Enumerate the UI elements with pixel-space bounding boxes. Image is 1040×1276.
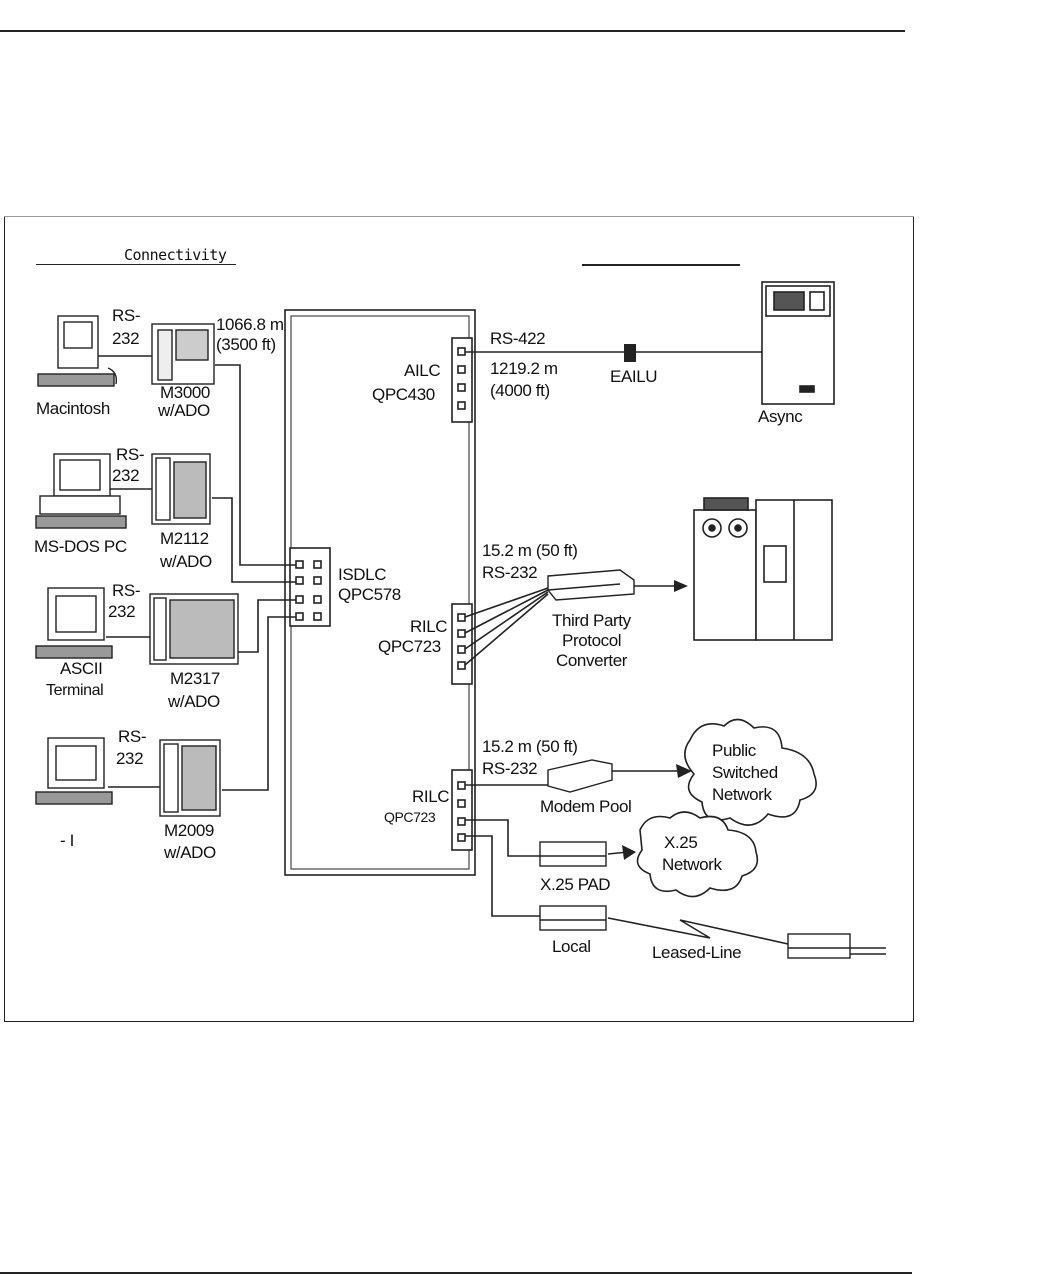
top-rule [0, 30, 905, 32]
mainframe-icon [693, 497, 833, 641]
ascii-terminal-icon [35, 587, 113, 659]
public-network-cloud [684, 718, 817, 826]
macintosh-icon [37, 315, 118, 387]
macintosh-label: Macintosh [36, 399, 110, 418]
isdlc-label: ISDLC [338, 565, 387, 584]
connectivity-title: Connectivity [124, 246, 227, 264]
ascii-232-label: 232 [108, 602, 136, 621]
eailu-box [624, 344, 636, 362]
bottom-rule [0, 1272, 912, 1274]
rilc-1-label: RILC [410, 617, 448, 636]
rilc-card-2 [451, 769, 473, 851]
frame-top-rule [4, 216, 914, 217]
modem-pool-label: Modem Pool [540, 797, 632, 816]
distance-1219-label: 1219.2 m [490, 359, 558, 378]
terminal-4-label: - I [60, 831, 74, 850]
m2009-label: M2009 [164, 821, 214, 840]
m2317-label: M2317 [170, 669, 220, 688]
local-modem-icon [539, 905, 607, 931]
msdos-pc-label: MS-DOS PC [34, 537, 127, 556]
protocol-label: Protocol [562, 631, 622, 650]
terminal-4-icon [35, 737, 113, 805]
modem-pool-icon [547, 759, 613, 793]
t4-232-label: 232 [116, 749, 144, 768]
qpc578-label: QPC578 [338, 585, 401, 604]
mac-232-label: 232 [112, 329, 140, 348]
figure-frame [4, 216, 914, 1022]
dos-rs-label: RS- [116, 445, 145, 464]
qpc723-2-label: QPC723 [384, 809, 436, 825]
async-host-icon [761, 281, 835, 405]
rs232b-label: RS-232 [482, 759, 538, 778]
m3000-ado-label: w/ADO [158, 401, 210, 420]
m2317-ado-label: w/ADO [168, 692, 220, 711]
x25-network-label: Network [662, 855, 722, 874]
async-label: Async [758, 407, 803, 426]
ascii-label: ASCII [60, 659, 103, 678]
mac-rs-label: RS- [112, 306, 141, 325]
section-header-rule-right [582, 264, 740, 266]
m2009-phone-icon [159, 739, 221, 817]
qpc430-label: QPC430 [372, 385, 435, 404]
m2112-ado-label: w/ADO [160, 552, 212, 571]
rs232a-label: RS-232 [482, 563, 538, 582]
terminal-label: Terminal [46, 682, 104, 699]
protocol-converter-icon [547, 569, 635, 601]
x25-pad-label: X.25 PAD [540, 875, 611, 894]
qpc723-1-label: QPC723 [378, 637, 441, 656]
network-label: Network [712, 785, 772, 804]
distance-4000-label: (4000 ft) [490, 381, 550, 400]
m3000-label: M3000 [160, 383, 210, 402]
section-header-connectivity: Connectivity [36, 246, 236, 265]
x25-label: X.25 [664, 833, 698, 852]
x25-pad-icon [539, 841, 607, 867]
m2112-label: M2112 [160, 529, 209, 548]
ailc-label: AILC [404, 361, 441, 380]
ascii-rs-label: RS- [112, 581, 141, 600]
converter-label: Converter [556, 651, 628, 670]
eailu-label: EAILU [610, 367, 658, 386]
switched-label: Switched [712, 763, 778, 782]
rs422-label: RS-422 [490, 329, 546, 348]
remote-modem-icon [787, 933, 851, 959]
m2009-ado-label: w/ADO [164, 843, 216, 862]
ailc-card [451, 337, 473, 423]
local-label: Local [552, 937, 591, 956]
x25-network-cloud [636, 811, 759, 898]
m2317-phone-icon [149, 593, 239, 665]
third-party-label: Third Party [552, 611, 631, 630]
public-label: Public [712, 741, 756, 760]
t4-rs-label: RS- [118, 727, 147, 746]
dos-232-label: 232 [112, 466, 140, 485]
distance-152a-label: 15.2 m (50 ft) [482, 541, 578, 560]
m2112-phone-icon [151, 453, 211, 525]
switch-cabinet [284, 309, 476, 876]
m3000-phone-icon [151, 323, 215, 385]
distance-3500-label: (3500 ft) [216, 335, 276, 354]
leased-line-label: Leased-Line [652, 943, 742, 962]
rilc-2-label: RILC [412, 787, 450, 806]
distance-152b-label: 15.2 m (50 ft) [482, 737, 578, 756]
distance-1066-label: 1066.8 m [216, 315, 284, 334]
msdos-pc-icon [35, 453, 127, 529]
